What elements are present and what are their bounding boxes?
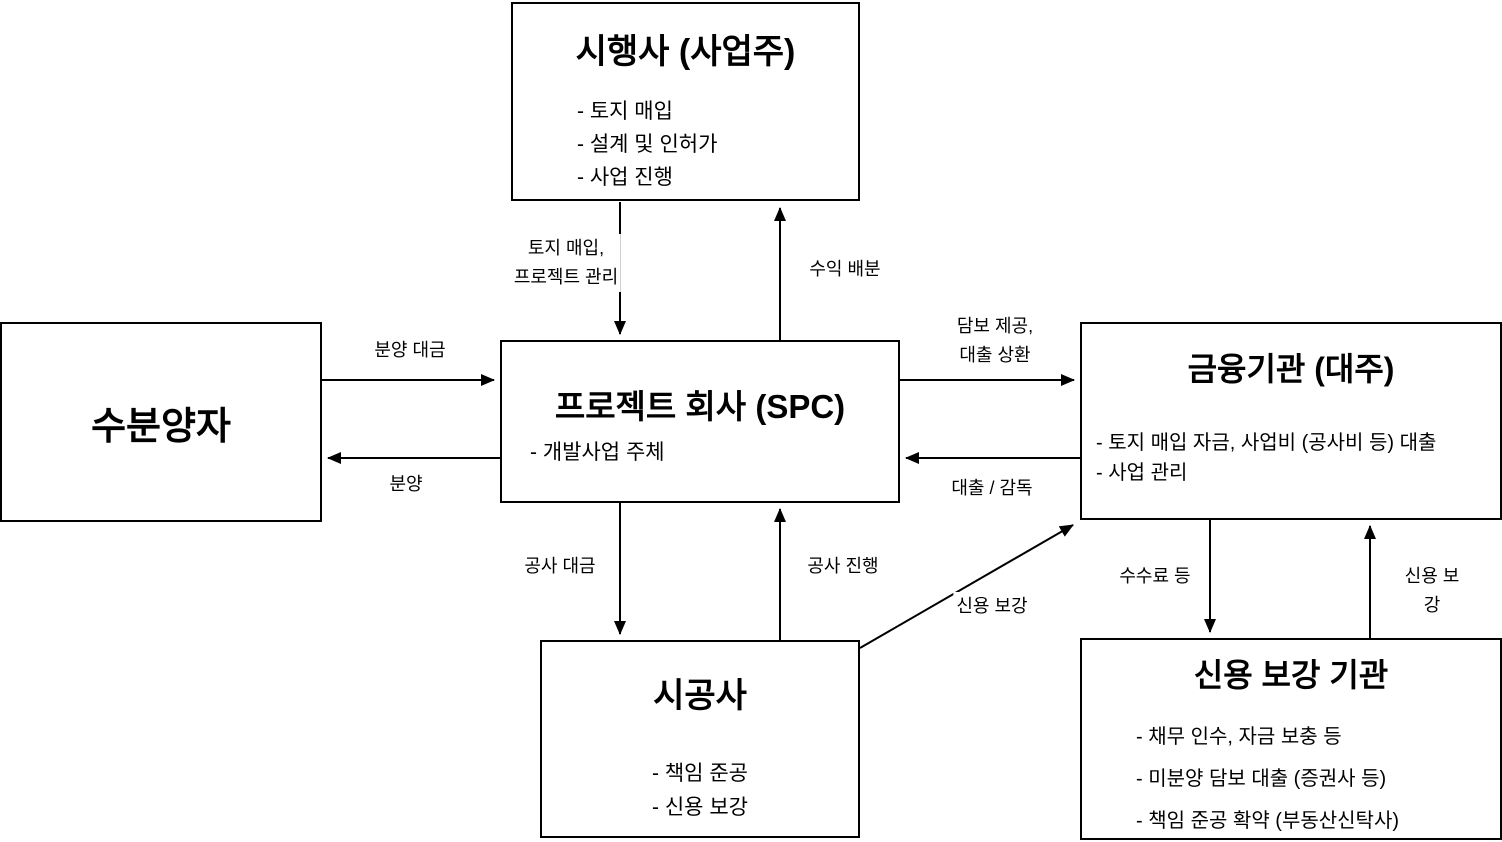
node-developer-items: - 토지 매입 - 설계 및 인허가 - 사업 진행 — [513, 95, 858, 194]
edge-label-credit-to-lender: 신용 보강 — [1397, 562, 1467, 620]
node-constructor: 시공사 - 책임 준공 - 신용 보강 — [540, 640, 860, 838]
node-developer-item: - 설계 및 인허가 — [577, 133, 718, 156]
arrow-constructor-to-lender — [859, 524, 1074, 649]
edge-label-spc-to-developer: 수익 배분 — [806, 255, 884, 284]
node-credit-agency: 신용 보강 기관 - 채무 인수, 자금 보충 등 - 미분양 담보 대출 (증… — [1080, 638, 1502, 840]
node-buyers-title: 수분양자 — [91, 405, 231, 448]
edge-label-constructor-to-spc: 공사 진행 — [804, 552, 882, 581]
edge-label-lender-to-credit: 수수료 등 — [1116, 562, 1194, 591]
edge-label-constructor-to-lender: 신용 보강 — [953, 592, 1031, 621]
node-spc: 프로젝트 회사 (SPC) - 개발사업 주체 — [500, 340, 900, 503]
node-lender-items: - 토지 매입 자금, 사업비 (공사비 등) 대출 - 사업 관리 — [1082, 428, 1500, 488]
node-lender: 금융기관 (대주) - 토지 매입 자금, 사업비 (공사비 등) 대출 - 사… — [1080, 322, 1502, 520]
node-constructor-items: - 책임 준공 - 신용 보강 — [542, 757, 858, 825]
node-developer-item: - 사업 진행 — [577, 166, 673, 189]
edge-label-lender-to-spc: 대출 / 감독 — [948, 474, 1036, 503]
node-constructor-title: 시공사 — [653, 677, 747, 715]
node-buyers: 수분양자 — [0, 322, 322, 522]
edge-label-developer-to-spc: 토지 매입, 프로젝트 관리 — [510, 234, 622, 292]
edge-label-spc-to-constructor: 공사 대금 — [521, 552, 599, 581]
node-spc-title: 프로젝트 회사 (SPC) — [554, 388, 846, 425]
node-constructor-item: - 책임 준공 — [652, 762, 748, 785]
node-constructor-item: - 신용 보강 — [652, 796, 748, 819]
node-credit-agency-item: - 책임 준공 확약 (부동산신탁사) — [1136, 810, 1400, 832]
node-credit-agency-items: - 채무 인수, 자금 보충 등 - 미분양 담보 대출 (증권사 등) - 책… — [1082, 716, 1500, 842]
edge-label-buyers-to-spc: 분양 대금 — [371, 336, 449, 365]
edge-label-spc-to-buyers: 분양 — [386, 470, 426, 499]
node-developer: 시행사 (사업주) - 토지 매입 - 설계 및 인허가 - 사업 진행 — [511, 2, 860, 201]
node-lender-item: - 토지 매입 자금, 사업비 (공사비 등) 대출 — [1096, 432, 1437, 454]
node-developer-title: 시행사 (사업주) — [575, 33, 796, 71]
node-credit-agency-title: 신용 보강 기관 — [1193, 657, 1389, 693]
node-developer-item: - 토지 매입 — [577, 100, 673, 123]
edge-label-spc-to-lender: 담보 제공, 대출 상환 — [953, 312, 1037, 370]
node-lender-item: - 사업 관리 — [1096, 462, 1188, 484]
node-credit-agency-item: - 채무 인수, 자금 보충 등 — [1136, 726, 1342, 748]
node-lender-title: 금융기관 (대주) — [1187, 351, 1395, 387]
node-spc-items: - 개발사업 주체 — [502, 436, 898, 466]
node-credit-agency-item: - 미분양 담보 대출 (증권사 등) — [1136, 768, 1387, 790]
node-spc-item: - 개발사업 주체 — [530, 441, 665, 464]
